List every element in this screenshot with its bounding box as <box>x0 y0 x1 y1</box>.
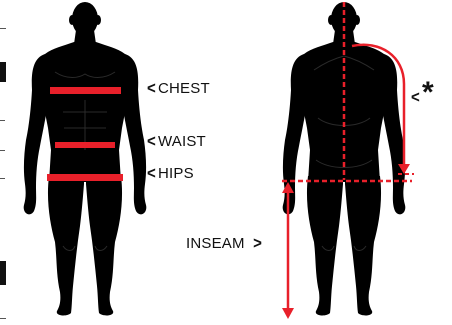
sleeve-star-label: <* <box>411 78 434 108</box>
hips-label-text: HIPS <box>158 165 194 182</box>
front-figure-silhouette-icon <box>24 2 147 315</box>
left-chevron-icon: < <box>411 88 420 107</box>
waist-label-text: WAIST <box>158 133 206 150</box>
inseam-label-text: INSEAM <box>186 235 245 252</box>
left-chevron-icon: < <box>147 79 156 98</box>
waist-measure-band <box>55 142 115 148</box>
chest-label-text: CHEST <box>158 80 210 97</box>
chest-label: <CHEST <box>147 80 210 97</box>
left-chevron-icon: < <box>147 132 156 151</box>
chest-measure-band <box>50 87 121 94</box>
waist-label: <WAIST <box>147 133 206 150</box>
right-chevron-icon: > <box>253 234 262 253</box>
hips-label: <HIPS <box>147 165 194 182</box>
hips-measure-band <box>47 174 123 181</box>
asterisk-icon: * <box>422 76 434 109</box>
inseam-label: INSEAM > <box>186 235 264 252</box>
inseam-arrow-head-bottom <box>282 308 294 319</box>
left-chevron-icon: < <box>147 164 156 183</box>
